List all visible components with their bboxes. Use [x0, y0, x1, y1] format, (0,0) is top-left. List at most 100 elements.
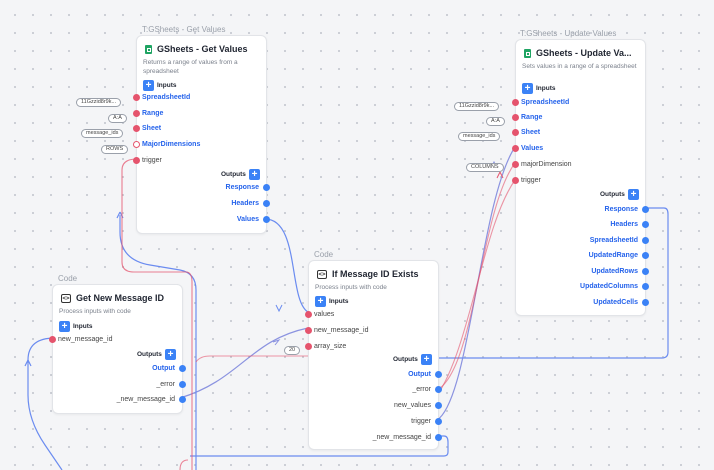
value-chip-spreadsheetid[interactable]: 11Gzzid8r9k...: [454, 102, 500, 111]
node-description: Process inputs with code: [315, 284, 387, 291]
port-dot[interactable]: [642, 298, 649, 306]
port-dot[interactable]: [512, 113, 519, 121]
input-port-array-size[interactable]: array_size: [305, 341, 346, 351]
input-port-majordimension[interactable]: majorDimension: [512, 159, 572, 169]
output-port-updatedcolumns[interactable]: UpdatedColumns: [580, 281, 649, 291]
input-port-sheet[interactable]: Sheet: [512, 127, 540, 137]
code-icon: <>: [317, 269, 327, 279]
port-dot[interactable]: [179, 395, 186, 403]
output-port-updatedrows[interactable]: UpdatedRows: [591, 266, 649, 276]
add-output-button[interactable]: +: [165, 349, 176, 360]
input-port-trigger[interactable]: trigger: [512, 175, 541, 185]
port-dot[interactable]: [642, 251, 649, 259]
output-port-updatedrange[interactable]: UpdatedRange: [589, 250, 649, 260]
output-port-headers[interactable]: Headers: [231, 198, 270, 208]
output-port-output[interactable]: Output: [408, 369, 442, 379]
port-dot[interactable]: [305, 326, 312, 334]
port-dot[interactable]: [435, 417, 442, 425]
port-dot[interactable]: [435, 401, 442, 409]
input-port-range[interactable]: Range: [133, 108, 163, 118]
input-port-new-message-id[interactable]: new_message_id: [49, 334, 112, 344]
value-chip-majordimensions[interactable]: ROWS: [101, 145, 129, 154]
port-dot[interactable]: [305, 310, 312, 318]
output-port-response[interactable]: Response: [605, 204, 649, 214]
port-dot[interactable]: [133, 156, 140, 164]
port-dot[interactable]: [263, 183, 270, 191]
node-title: <>Get New Message ID: [61, 293, 165, 303]
input-port-majordimensions[interactable]: MajorDimensions: [133, 139, 200, 149]
add-input-button[interactable]: +: [59, 321, 70, 332]
output-port-response[interactable]: Response: [226, 182, 270, 192]
input-port-new-message-id[interactable]: new_message_id: [305, 325, 368, 335]
node-gsheets-update-values[interactable]: GSheets - Update Va... Sets values in a …: [512, 39, 649, 316]
input-port-spreadsheetid[interactable]: SpreadsheetId: [133, 92, 190, 102]
node-if-message-id-exists[interactable]: <>If Message ID Exists Process inputs wi…: [305, 260, 442, 450]
port-dot[interactable]: [512, 128, 519, 136]
sheets-icon: [524, 48, 531, 58]
port-dot[interactable]: [133, 124, 140, 132]
add-input-button[interactable]: +: [143, 80, 154, 91]
inputs-label: Inputs: [73, 323, 93, 330]
inputs-label: Inputs: [536, 85, 556, 92]
node-gsheets-get-values[interactable]: GSheets - Get Values Returns a range of …: [133, 35, 270, 234]
port-dot[interactable]: [263, 199, 270, 207]
value-chip-sheet[interactable]: message_ids: [81, 129, 124, 138]
output-port-new-values[interactable]: new_values: [394, 400, 442, 410]
value-chip-majordimension[interactable]: COLUMNS: [466, 163, 504, 172]
value-chip-spreadsheetid[interactable]: 11Gzzid8r9k...: [76, 98, 122, 107]
input-port-range[interactable]: Range: [512, 112, 542, 122]
value-chip-sheet[interactable]: message_ids: [458, 132, 501, 141]
output-port-error[interactable]: _error: [156, 379, 186, 389]
port-dot[interactable]: [435, 433, 442, 441]
port-dot[interactable]: [435, 385, 442, 393]
add-output-button[interactable]: +: [249, 169, 260, 180]
port-dot[interactable]: [642, 220, 649, 228]
input-port-sheet[interactable]: Sheet: [133, 123, 161, 133]
port-dot[interactable]: [179, 364, 186, 372]
value-chip-array-size[interactable]: 20: [284, 346, 301, 355]
add-output-button[interactable]: +: [421, 354, 432, 365]
output-port-headers[interactable]: Headers: [610, 219, 649, 229]
input-port-trigger[interactable]: trigger: [133, 155, 162, 165]
add-input-button[interactable]: +: [315, 296, 326, 307]
port-dot[interactable]: [512, 176, 519, 184]
sheets-icon: [145, 44, 152, 54]
wire-newid-to-newid: [179, 327, 309, 399]
output-port-trigger[interactable]: trigger: [411, 416, 442, 426]
port-dot[interactable]: [512, 144, 519, 152]
output-port-new-message-id[interactable]: _new_message_id: [117, 394, 186, 404]
port-dot[interactable]: [642, 205, 649, 213]
port-dot[interactable]: [512, 160, 519, 168]
node-get-new-message-id[interactable]: <>Get New Message ID Process inputs with…: [49, 284, 186, 414]
port-dot[interactable]: [642, 236, 649, 244]
output-port-error[interactable]: _error: [412, 384, 442, 394]
value-chip-range[interactable]: A:A: [486, 117, 505, 126]
port-dot[interactable]: [642, 282, 649, 290]
output-port-new-message-id[interactable]: _new_message_id: [373, 432, 442, 442]
input-port-values[interactable]: Values: [512, 143, 543, 153]
port-dot[interactable]: [179, 380, 186, 388]
input-port-spreadsheetid[interactable]: SpreadsheetId: [512, 97, 569, 107]
node-caption: T:GSheets - Update Values: [520, 29, 617, 38]
value-chip-range[interactable]: A:A: [108, 114, 127, 123]
port-dot[interactable]: [512, 98, 519, 106]
port-dot[interactable]: [133, 140, 140, 148]
port-dot[interactable]: [435, 370, 442, 378]
output-port-spreadsheetid[interactable]: SpreadsheetId: [590, 235, 649, 245]
wire-trigger-to-update-values: [436, 146, 516, 421]
outputs-label: Outputs: [137, 351, 162, 358]
input-port-values[interactable]: values: [305, 309, 334, 319]
add-output-button[interactable]: +: [628, 189, 639, 200]
port-dot[interactable]: [133, 109, 140, 117]
output-port-output[interactable]: Output: [152, 363, 186, 373]
node-description: Sets values in a range of a spreadsheet: [522, 63, 637, 70]
output-port-updatedcells[interactable]: UpdatedCells: [593, 297, 649, 307]
wire-red-values: [436, 162, 516, 391]
add-input-button[interactable]: +: [522, 83, 533, 94]
output-port-values[interactable]: Values: [237, 214, 270, 224]
port-dot[interactable]: [133, 93, 140, 101]
port-dot[interactable]: [305, 342, 312, 350]
port-dot[interactable]: [49, 335, 56, 343]
port-dot[interactable]: [263, 215, 270, 223]
port-dot[interactable]: [642, 267, 649, 275]
